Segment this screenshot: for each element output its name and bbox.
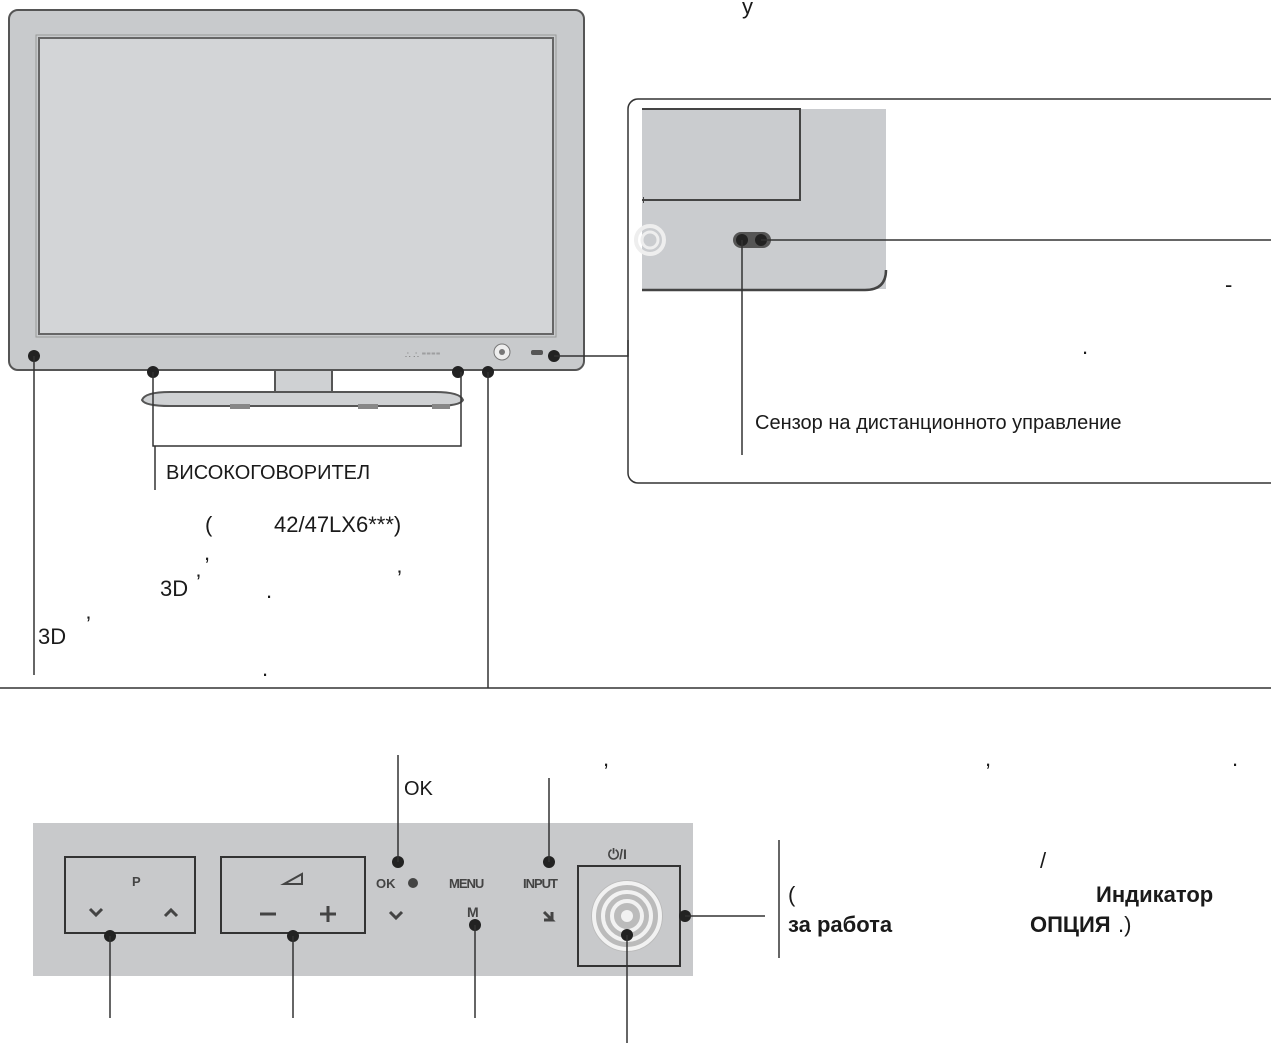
right-slash: / — [1040, 848, 1047, 873]
indicator-word: Индикатор — [1096, 882, 1214, 907]
tv-stand-base — [140, 391, 465, 407]
inset-dash: - — [1225, 272, 1233, 297]
left-apostrophe: ’ — [86, 612, 91, 637]
panel-comma-1: , — [603, 746, 610, 771]
control-panel-strip — [33, 823, 693, 976]
speaker-label: ВИСОКОГОВОРИТЕЛ — [166, 462, 371, 484]
speaker-3d: 3D — [160, 576, 189, 601]
remote-sensor-label: Сензор на дистанционното управление — [755, 412, 1122, 434]
channel-down-icon — [88, 907, 104, 918]
channel-button-frame — [64, 856, 196, 934]
input-button-label: INPUT — [523, 876, 558, 891]
channel-up-icon — [163, 907, 179, 918]
ok-dot-icon — [408, 878, 418, 888]
speaker-apostrophe-2: ’ — [397, 566, 402, 591]
panel-dot: . — [1232, 746, 1239, 771]
menu-button-sub: M — [467, 904, 479, 920]
menu-button-label: MENU — [449, 876, 484, 891]
speaker-comma: , — [204, 540, 211, 565]
speaker-paren: ( — [205, 512, 213, 537]
power-top-label: ⏻/I — [608, 846, 627, 862]
sensor-inset-box — [627, 98, 1271, 484]
tv-indicator-led — [531, 350, 543, 355]
left-3d: 3D — [38, 624, 67, 649]
ok-check-icon — [388, 910, 404, 921]
inset-dot: . — [1082, 334, 1089, 359]
ok-callout-label: OK — [404, 778, 433, 800]
input-arrow-icon — [542, 910, 556, 922]
svg-text:ı: ı — [642, 194, 645, 206]
top-mark: y — [742, 0, 753, 19]
indicator-word-2: за работа — [788, 912, 893, 937]
left-dot: . — [262, 656, 269, 681]
speaker-model: 42/47LX6***) — [274, 512, 402, 537]
right-paren: ( — [788, 882, 796, 907]
volume-plus-icon — [320, 906, 336, 922]
speaker-dot: . — [266, 578, 273, 603]
panel-comma-2: , — [985, 746, 992, 771]
ok-button-label: OK — [376, 876, 396, 891]
option-tail: .) — [1118, 912, 1132, 937]
tv-stand-neck — [274, 369, 333, 393]
volume-icon — [280, 872, 303, 885]
svg-text:∴ ∴ ⁼⁼⁼⁼: ∴ ∴ ⁼⁼⁼⁼ — [405, 350, 441, 360]
option-word: ОПЦИЯ — [1030, 912, 1111, 937]
channel-p-label: P — [132, 874, 141, 889]
tv-screen — [38, 37, 554, 335]
tv-front-buttons: ∴ ∴ ⁼⁼⁼⁼ — [405, 350, 441, 360]
speaker-apostrophe: ’ — [196, 570, 201, 595]
